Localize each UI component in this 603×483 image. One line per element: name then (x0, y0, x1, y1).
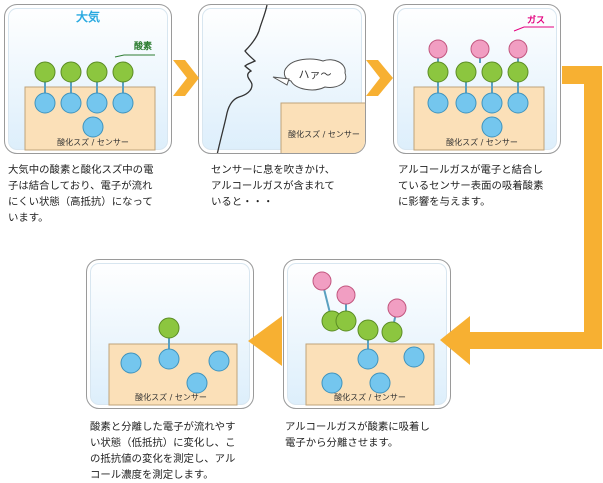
panel-5-frame: 酸化スズ / センサー (86, 259, 254, 409)
gas-pointer-line (513, 26, 554, 32)
panel-1-illustration: 酸化スズ / センサー 大気 酸素 (24, 9, 156, 151)
oxygen-pointer-line (114, 54, 155, 58)
separated-groups (312, 271, 425, 394)
electron (369, 372, 391, 394)
electron (86, 92, 108, 114)
panel-4-illustration: 酸化スズ / センサー (305, 271, 435, 406)
breath-cloud (283, 58, 347, 91)
panel-3-frame: 酸化スズ / センサー ガス (393, 4, 561, 154)
electron (427, 92, 449, 114)
oxygen-molecule (34, 61, 56, 83)
gas-molecule (387, 298, 407, 318)
oxygen-molecule (427, 61, 449, 83)
arrow-step2-to-step3 (366, 60, 393, 96)
electron (82, 116, 104, 138)
atmosphere-label: 大気 (76, 9, 100, 24)
panel-3-illustration: 酸化スズ / センサー ガス (413, 14, 554, 151)
step-2-caption: センサーに息を吹きかけ、 アルコールガスが含まれて いると・・・ (211, 164, 336, 208)
electron (403, 346, 425, 368)
electron (455, 92, 477, 114)
step-4-caption: アルコールガスが酸素に吸着し 電子から分離させます。 (285, 421, 430, 449)
electron (357, 348, 379, 370)
electron (481, 116, 503, 138)
sensor-label: 酸化スズ / センサー (57, 137, 129, 147)
electron (507, 92, 529, 114)
electron (120, 352, 142, 374)
step-1-caption: 大気中の酸素と酸化スズ中の電 子は結合しており、電子が流れ にくい状態（高抵抗）… (8, 164, 154, 224)
sensor-label: 酸化スズ / センサー (135, 392, 207, 402)
electron (186, 372, 208, 394)
oxygen-molecule (455, 61, 477, 83)
electron (60, 92, 82, 114)
electron (112, 92, 134, 114)
step-5-caption: 酸素と分離した電子が流れやす い状態（低抵抗）に変化し、こ の抵抗値の変化を測定… (90, 421, 236, 481)
electron (158, 348, 180, 370)
sensor-label: 酸化スズ / センサー (288, 129, 360, 139)
gas-molecule (428, 39, 448, 59)
oxygen-molecule (357, 319, 379, 341)
electron (208, 350, 230, 372)
sensor-label: 酸化スズ / センサー (446, 137, 518, 147)
oxygen-molecule (158, 317, 180, 339)
oxygen-molecule (335, 310, 357, 332)
oxygen-electron-pairs (34, 61, 134, 138)
oxygen-molecule (507, 61, 529, 83)
gas-molecule (508, 39, 528, 59)
oxygen-molecule (86, 61, 108, 83)
gas-label: ガス (527, 14, 545, 26)
gas-molecule (470, 39, 490, 59)
gas-molecule (312, 271, 332, 291)
panel-5-illustration: 酸化スズ / センサー (108, 317, 238, 406)
sensor-label: 酸化スズ / センサー (334, 392, 406, 402)
oxygen-molecule (112, 61, 134, 83)
panel-2-illustration: 酸化スズ / センサー ハァ〜 (216, 5, 365, 153)
panel-2-frame: 酸化スズ / センサー ハァ〜 (198, 4, 366, 154)
oxygen-molecule (481, 61, 503, 83)
oxygen-molecule (381, 321, 403, 343)
sensor-block (280, 102, 365, 153)
oxygen-label: 酸素 (134, 40, 152, 52)
breath-cloud-tail (272, 76, 290, 86)
panel-1-frame: 酸化スズ / センサー 大気 酸素 (4, 4, 172, 154)
gas-molecule (336, 285, 356, 305)
oxygen-molecule (60, 61, 82, 83)
breath-sound-label: ハァ〜 (299, 68, 332, 81)
electron (481, 92, 503, 114)
panel-4-frame: 酸化スズ / センサー (283, 259, 451, 409)
face-profile-line (216, 5, 268, 153)
free-electron-groups (120, 317, 230, 394)
arrow-step1-to-step2 (173, 60, 199, 96)
step-3-caption: アルコールガスが電子と結合し ているセンサー表面の吸着酸素 に影響を与えます。 (398, 164, 544, 208)
electron (34, 92, 56, 114)
electron (321, 372, 343, 394)
